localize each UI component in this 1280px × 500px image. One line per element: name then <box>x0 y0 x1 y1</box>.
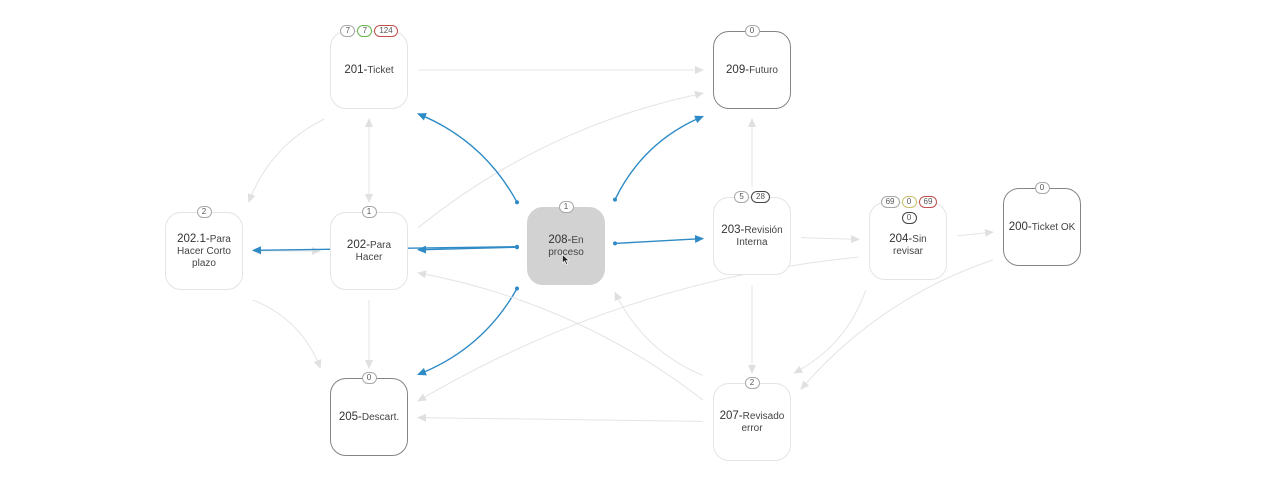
edge-208-to-203[interactable] <box>614 235 704 245</box>
node-205-badges: 0 <box>331 372 407 384</box>
node-202-badges: 1 <box>331 206 407 218</box>
node-209-badges: 0 <box>714 25 790 37</box>
state-node-208-en-proceso[interactable]: 1 208-En proceso <box>527 201 605 285</box>
node-200-badges: 0 <box>1004 182 1080 194</box>
edge-204-to-205[interactable] <box>417 256 860 402</box>
node-205-label: 205-Descart. <box>338 410 400 423</box>
node-202-label: 202-Para Hacer <box>346 238 392 263</box>
count-badge: 0 <box>1034 182 1050 194</box>
state-node-200-ticket-ok[interactable]: 0 200-Ticket OK <box>1003 182 1081 266</box>
state-node-205-descart[interactable]: 0 205-Descart. <box>330 372 408 456</box>
node-200-label: 200-Ticket OK <box>1008 220 1076 233</box>
count-badge: 0 <box>901 212 917 224</box>
edge-2021-to-205[interactable] <box>252 299 322 369</box>
node-203-label: 203-Revisión Interna <box>721 223 783 248</box>
count-badge: 69 <box>918 196 938 208</box>
state-node-202-1-para-hacer-corto-plazo[interactable]: 2 202.1-Para Hacer Corto plazo <box>165 206 243 290</box>
state-node-207-revisado-error[interactable]: 2 207-Revisado error <box>713 377 791 461</box>
state-node-209-futuro[interactable]: 0 209-Futuro <box>713 25 791 109</box>
edge-204-to-200[interactable] <box>956 228 994 237</box>
edge-208-to-209[interactable] <box>614 115 704 200</box>
count-badge: 69 <box>880 196 900 208</box>
edge-204-to-207[interactable] <box>793 289 867 374</box>
node-204-label: 204-Sin revisar <box>889 232 927 257</box>
edge-200-to-207[interactable] <box>800 259 994 390</box>
node-209-label: 209-Futuro <box>726 63 778 76</box>
edge-202-to-209[interactable] <box>417 90 704 229</box>
state-node-202-para-hacer[interactable]: 1 202-Para Hacer <box>330 206 408 290</box>
count-badge: 1 <box>361 206 377 218</box>
node-202-1-label: 202.1-Para Hacer Corto plazo <box>177 232 231 269</box>
edge-207-to-205[interactable] <box>417 413 704 422</box>
edge-208-to-201[interactable] <box>417 113 518 203</box>
count-badge: 124 <box>374 25 398 37</box>
edge-208-to-205[interactable] <box>417 288 518 376</box>
count-badge: 0 <box>901 196 917 208</box>
node-208-label: 208-En proceso <box>548 233 584 258</box>
node-207-badges: 2 <box>714 377 790 389</box>
count-badge: 7 <box>357 25 373 37</box>
count-badge: 2 <box>744 377 760 389</box>
count-badge: 7 <box>340 25 356 37</box>
node-207-label: 207-Revisado error <box>719 409 785 434</box>
count-badge: 1 <box>558 201 574 213</box>
edge-207-to-202[interactable] <box>417 270 704 401</box>
edge-203-to-204[interactable] <box>800 235 860 244</box>
node-202-1-badges: 2 <box>166 206 242 218</box>
pointer-cursor-icon <box>562 254 570 265</box>
node-208-badges: 1 <box>528 201 604 213</box>
count-badge: 0 <box>361 372 377 384</box>
edge-201-to-2021[interactable] <box>247 118 325 203</box>
count-badge: 28 <box>751 191 770 203</box>
count-badge: 2 <box>196 206 212 218</box>
count-badge: 5 <box>734 191 750 203</box>
edge-207-to-208[interactable] <box>614 291 704 377</box>
edge-208-to-202[interactable] <box>417 245 518 254</box>
count-badge: 0 <box>744 25 760 37</box>
node-201-label: 201-Ticket <box>344 63 394 76</box>
